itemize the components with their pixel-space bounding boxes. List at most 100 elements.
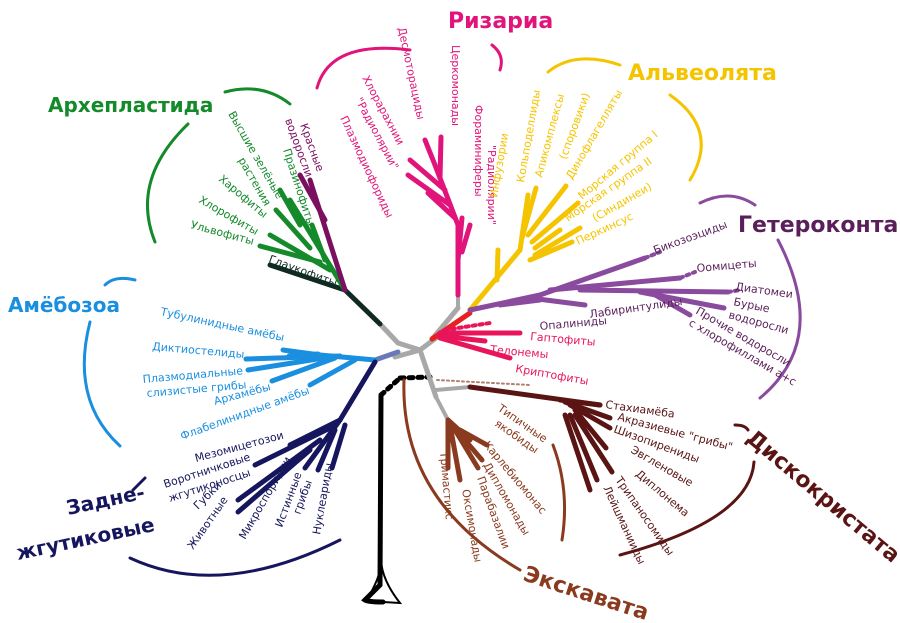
taxon-oomicety: Оомицеты xyxy=(696,257,757,275)
disci-bracket-top xyxy=(733,423,750,432)
heterokonta-oomy-dots xyxy=(678,270,697,280)
rhizaria-bracket-left xyxy=(315,46,412,90)
rhizaria-plasmo xyxy=(425,190,458,221)
taxon-foraminifery: Фораминиферы xyxy=(472,105,485,197)
excavata-dots xyxy=(436,379,531,386)
root-base xyxy=(364,559,403,605)
opistho-nucle xyxy=(329,422,348,471)
rhizaria-radio xyxy=(405,172,453,208)
group-title-archaeplastida: Архепластида xyxy=(48,93,213,117)
heterokonta-oomy xyxy=(547,275,683,293)
alveolata-infuz xyxy=(494,247,501,283)
amoebozoa-bracket-left xyxy=(82,320,122,448)
alveolata-mg2 xyxy=(532,227,563,251)
alveolata-bracket-right xyxy=(668,93,703,182)
taxon-cercomonady: Церкомонады xyxy=(449,45,462,126)
opistho-bracket-bottom xyxy=(128,538,342,577)
group-title-excavata: Экскавата xyxy=(520,562,652,623)
archaeplastida-charo xyxy=(273,207,313,251)
alveolata-dino xyxy=(525,183,569,238)
tree-branches xyxy=(235,134,742,605)
archaeplastida-glauco-stem xyxy=(342,287,383,327)
heterokonta-bracket-top xyxy=(698,194,757,207)
hapto-crypto xyxy=(437,335,513,361)
disci-eugl xyxy=(572,407,609,451)
hapto-telo xyxy=(437,333,488,344)
disci-leish xyxy=(562,412,593,493)
excavata-bracket-left xyxy=(402,378,522,572)
root-dotted xyxy=(378,375,403,398)
amoebozoa-bracket-top xyxy=(103,276,137,287)
taxon-gaptofity: Гаптофиты xyxy=(530,330,596,349)
trunk-excavata xyxy=(417,347,439,400)
taxon-nukleiaridy: Нуклеариды xyxy=(310,462,335,536)
opistho-choano xyxy=(252,425,333,468)
taxon-kriptofity: Криптофиты xyxy=(514,362,589,388)
taxon-trimastiks: Тримастикс xyxy=(437,450,456,520)
rhizaria-cerco xyxy=(437,134,444,181)
taxon-radiolyarii-2: "Радиолярии" xyxy=(485,145,498,225)
opistho-bracket-top xyxy=(131,476,147,492)
archaeplastida-bracket-top xyxy=(223,87,292,106)
taxon-opalinidy: Опалиниды xyxy=(539,314,607,333)
archaeplastida-red xyxy=(297,172,328,223)
amoebozoa-plasmo xyxy=(245,354,333,373)
root-dotted-2 xyxy=(397,374,433,381)
group-title-alveolata: Альвеолята xyxy=(628,61,777,86)
alveolata-bracket-top xyxy=(546,57,622,74)
opistho-stem xyxy=(337,359,378,423)
archaeplastida-chloro xyxy=(257,243,323,265)
archaeplastida-bracket-left xyxy=(146,122,190,244)
group-brackets xyxy=(82,43,802,577)
taxon-bicozoecidy: Бикозоэциды xyxy=(652,218,729,257)
taxon-desmotoracidy: Десмоторациды xyxy=(395,26,427,121)
excavata-carpe xyxy=(457,427,490,448)
hapto-dots xyxy=(443,321,492,332)
group-title-amoebozoa: Амёбозоа xyxy=(8,293,120,317)
heterokonta-diat-dots xyxy=(726,288,742,294)
heterokonta-other xyxy=(647,289,693,318)
center-blue xyxy=(372,349,401,363)
excavata-oxy xyxy=(447,422,463,483)
rhizaria-chlor xyxy=(407,157,448,193)
archaeplastida-glauco xyxy=(267,262,348,293)
disci-trypa xyxy=(567,412,600,483)
alveolata-mg2b xyxy=(532,225,583,258)
amoebozoa-archa xyxy=(269,355,338,384)
group-title-opisthokonta-2: жгутиковые xyxy=(14,512,157,565)
heterokonta-bracket-right xyxy=(758,238,802,400)
amoebozoa-sub xyxy=(286,351,321,359)
excavata-diplo xyxy=(455,429,485,463)
taxon-tubulinidnye: Тубулинидные амёбы xyxy=(158,305,285,344)
opistho-meso xyxy=(287,417,343,448)
taxon-diktiostelidy: Диктиостелиды xyxy=(152,340,245,361)
group-title-opisthokonta-1: Задне- xyxy=(64,480,147,520)
trunk-upper xyxy=(395,340,423,353)
disci-diplo xyxy=(572,412,615,475)
rhizaria-bracket-right xyxy=(490,43,503,72)
trunk-excavata-2 xyxy=(434,395,450,422)
opistho-fungi xyxy=(315,427,338,473)
group-title-discicristata: Дискокристата xyxy=(741,425,900,568)
archaeplastida-prasino xyxy=(309,222,328,263)
heterokonta-opal xyxy=(497,297,543,308)
amoebozoa-flabel xyxy=(307,357,358,388)
trunk-discicristata xyxy=(434,385,472,392)
opistho-sponges xyxy=(235,447,313,515)
excavata-bracket-right xyxy=(551,443,567,542)
rhizaria-radio2 xyxy=(459,222,473,255)
trunk-archaeplastida xyxy=(377,321,401,346)
alveolata-mg1 xyxy=(529,200,581,245)
rhizaria-foram xyxy=(455,215,465,263)
taxon-telonemy: Телонемы xyxy=(489,343,549,361)
alveolata-perk xyxy=(527,239,575,263)
group-title-heterokonta: Гетероконта xyxy=(738,213,898,238)
heterokonta-diat xyxy=(577,287,731,295)
archaeplastida-red-stem xyxy=(307,177,348,293)
rhizaria-desmo xyxy=(422,137,438,168)
alveolata-apic xyxy=(519,185,539,241)
group-title-rhizaria: Ризариа xyxy=(448,9,553,34)
disci-bracket-bottom xyxy=(618,460,756,557)
heterokonta-bico-dots xyxy=(643,250,662,260)
